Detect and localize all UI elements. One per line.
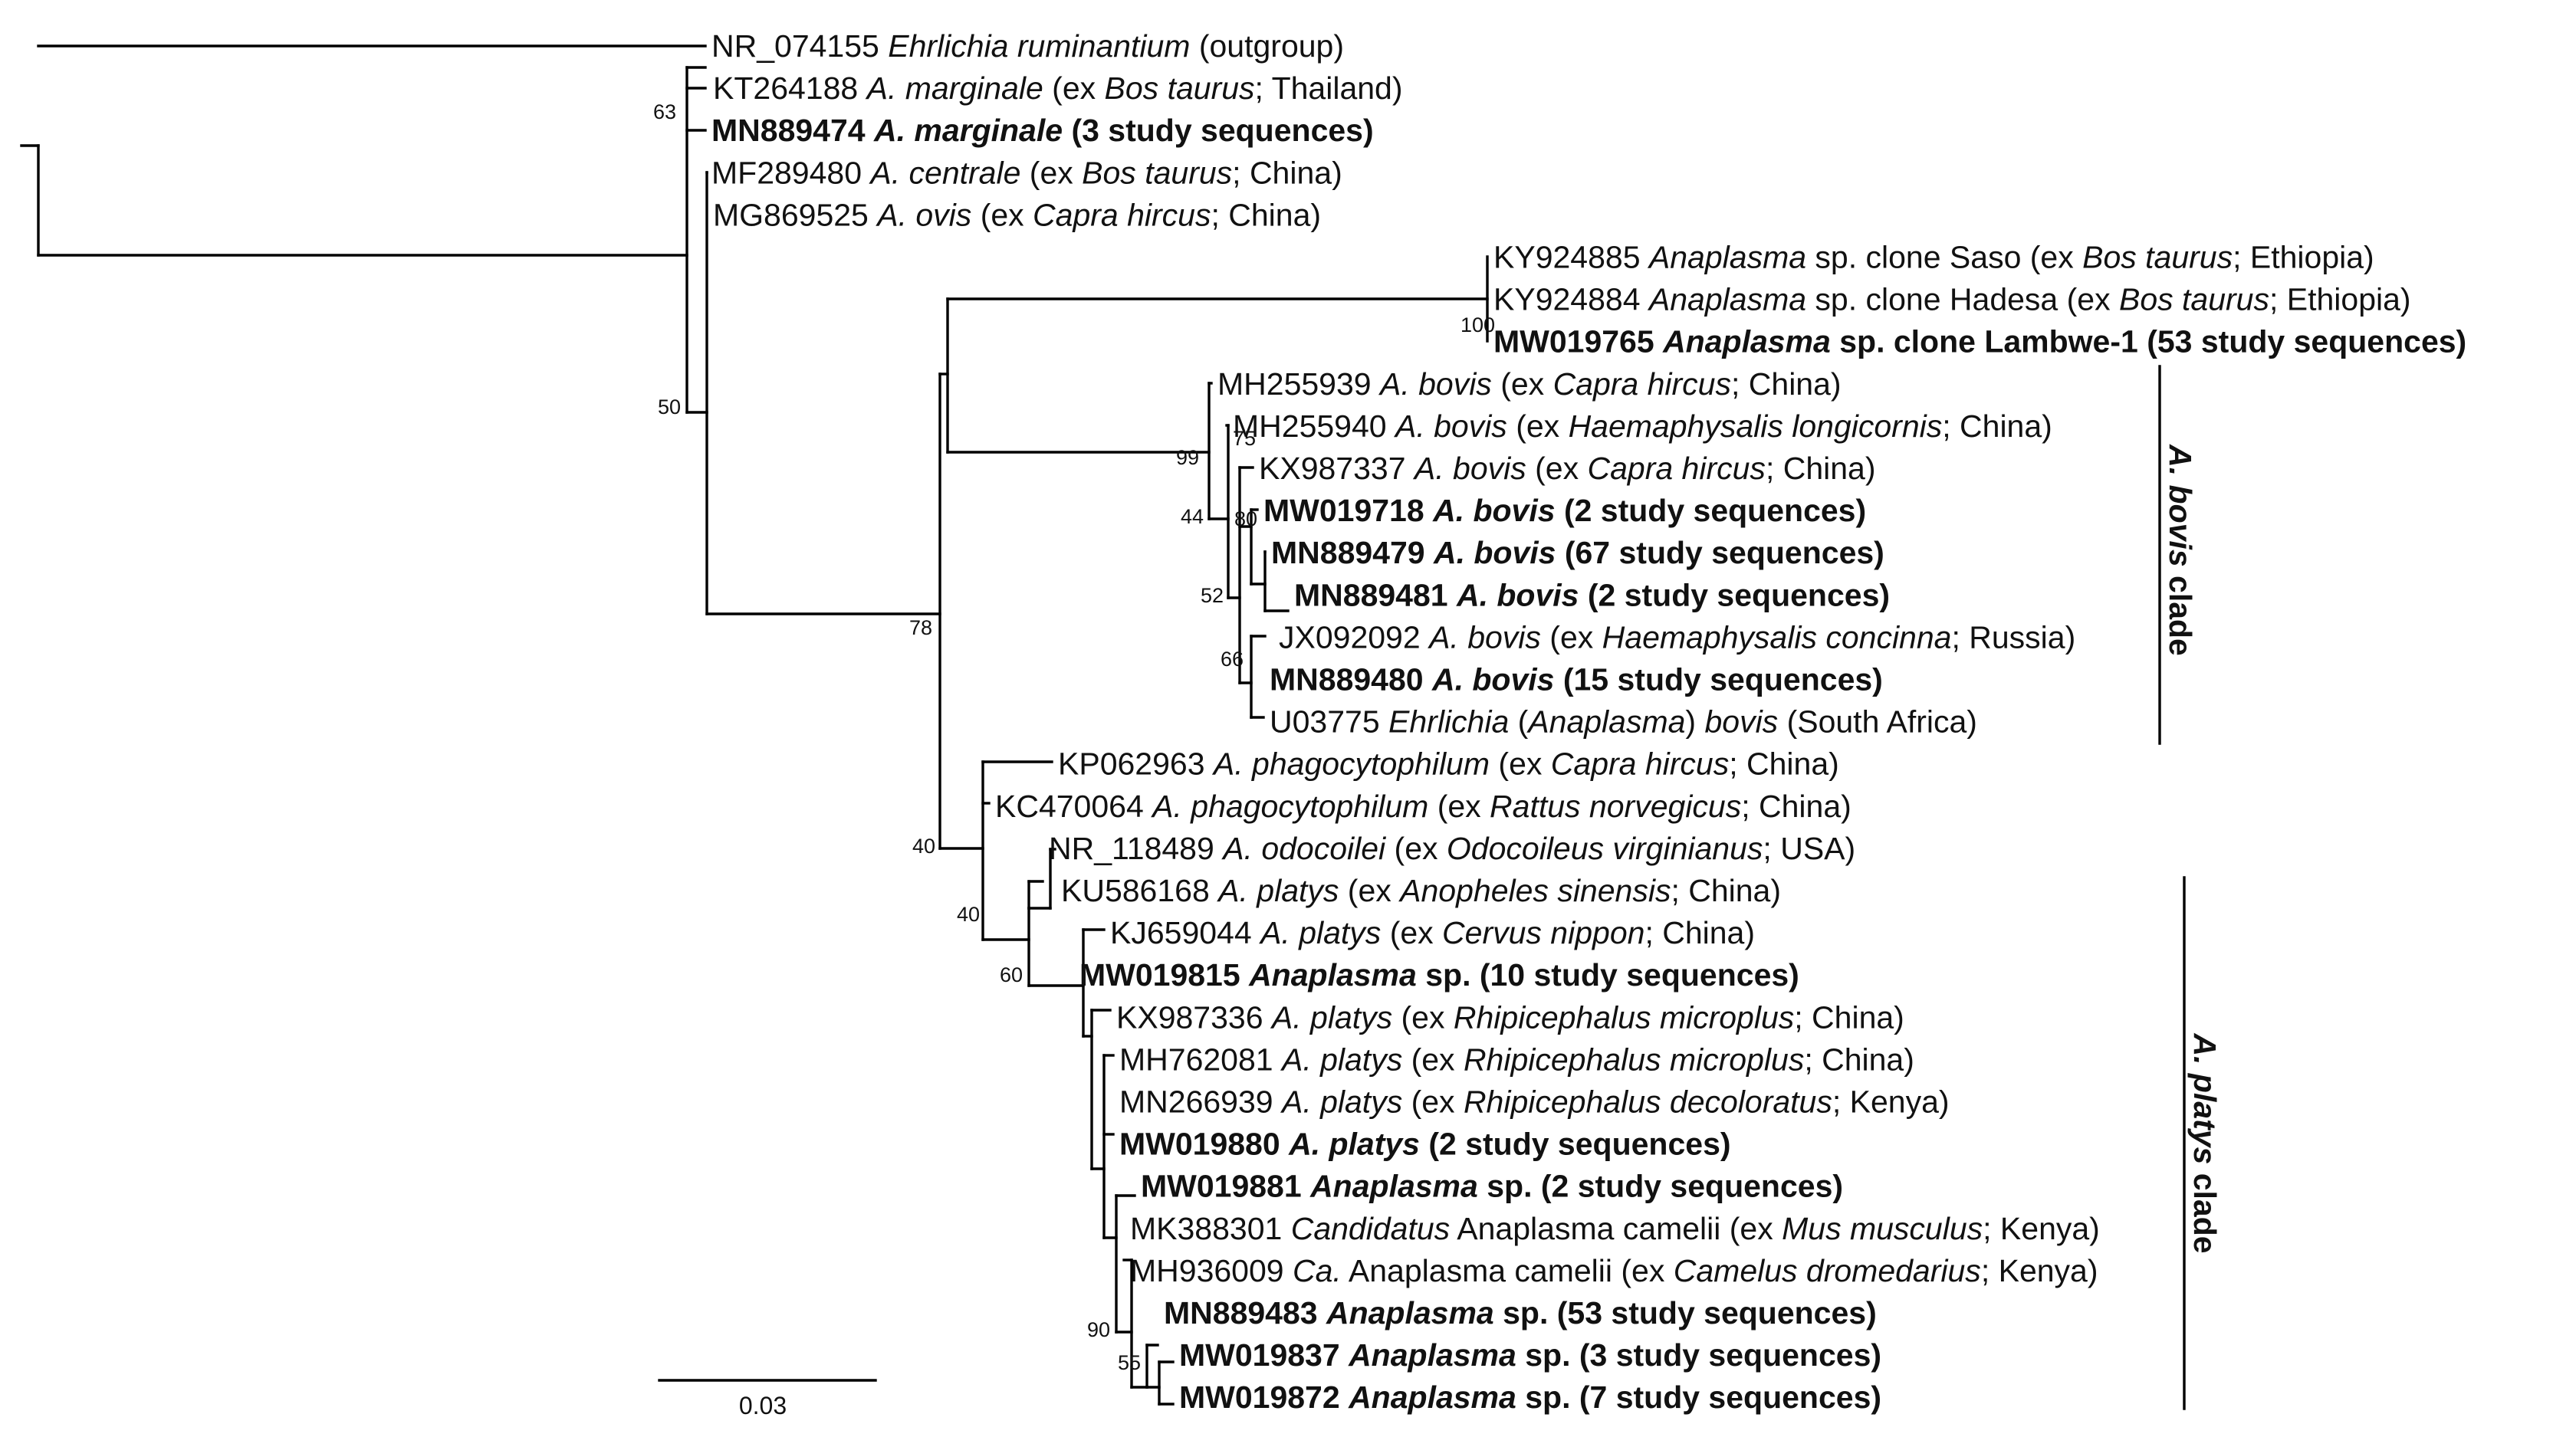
tree-branches — [20, 44, 1489, 1406]
leaf-label-15: MN889480 A. bovis (15 study sequences) — [1270, 662, 1883, 697]
leaf-label-6: KY924884 Anaplasma sp. clone Hadesa (ex … — [1493, 282, 2411, 317]
leaf-labels: NR_074155 Ehrlichia ruminantium (outgrou… — [711, 28, 2466, 1415]
leaf-label-1: KT264188 A. marginale (ex Bos taurus; Th… — [713, 71, 1403, 106]
leaf-label-19: NR_118489 A. odocoilei (ex Odocoileus vi… — [1049, 831, 1855, 866]
leaf-label-9: MH255940 A. bovis (ex Haemaphysalis long… — [1233, 409, 2052, 444]
support-value-n_b80: 80 — [1234, 507, 1257, 530]
support-value-n_b66: 66 — [1221, 648, 1244, 671]
leaf-label-30: MN889483 Anaplasma sp. (53 study sequenc… — [1164, 1295, 1877, 1331]
support-value-n_90: 90 — [1087, 1318, 1110, 1341]
clade-label-bovis: A. bovis clade — [2163, 444, 2198, 656]
leaf-label-27: MW019881 Anaplasma sp. (2 study sequence… — [1141, 1169, 1843, 1204]
leaf-label-11: MW019718 A. bovis (2 study sequences) — [1263, 493, 1866, 528]
leaf-label-22: MW019815 Anaplasma sp. (10 study sequenc… — [1079, 957, 1799, 993]
leaf-label-10: KX987337 A. bovis (ex Capra hircus; Chin… — [1259, 451, 1876, 486]
leaf-label-3: MF289480 A. centrale (ex Bos taurus; Chi… — [711, 155, 1342, 190]
leaf-label-29: MH936009 Ca. Anaplasma camelii (ex Camel… — [1130, 1253, 2098, 1288]
leaf-label-14: JX092092 A. bovis (ex Haemaphysalis conc… — [1279, 619, 2075, 655]
leaf-label-2: MN889474 A. marginale (3 study sequences… — [711, 113, 1374, 148]
leaf-label-28: MK388301 Candidatus Anaplasma camelii (e… — [1130, 1211, 2100, 1246]
leaf-label-24: MH762081 A. platys (ex Rhipicephalus mic… — [1119, 1042, 1914, 1077]
leaf-label-5: KY924885 Anaplasma sp. clone Saso (ex Bo… — [1493, 240, 2374, 275]
leaf-label-32: MW019872 Anaplasma sp. (7 study sequence… — [1179, 1380, 1881, 1415]
leaf-label-12: MN889479 A. bovis (67 study sequences) — [1271, 535, 1884, 570]
support-values: 63 50 100 99 75 44 80 52 66 78 40 40 60 90 55 — [653, 100, 1495, 1374]
leaf-label-16: U03775 Ehrlichia (Anaplasma) bovis (Sout… — [1270, 704, 1977, 740]
clade-brackets — [2158, 365, 2186, 1410]
leaf-label-8: MH255939 A. bovis (ex Capra hircus; Chin… — [1217, 366, 1842, 402]
leaf-label-0: NR_074155 Ehrlichia ruminantium (outgrou… — [711, 28, 1344, 64]
support-value-n_40a: 40 — [912, 835, 935, 858]
scale-bar-label: 0.03 — [739, 1392, 787, 1419]
support-value-n_60: 60 — [1000, 963, 1023, 986]
leaf-label-31: MW019837 Anaplasma sp. (3 study sequence… — [1179, 1337, 1881, 1373]
support-value-n_b75: 75 — [1233, 427, 1256, 450]
support-value-n_ethi: 100 — [1460, 313, 1495, 336]
clade-label-platys: A. platys clade — [2187, 1032, 2223, 1253]
leaf-label-13: MN889481 A. bovis (2 study sequences) — [1294, 577, 1890, 612]
support-value-n_b44: 44 — [1181, 505, 1204, 528]
leaf-label-18: KC470064 A. phagocytophilum (ex Rattus n… — [995, 789, 1852, 824]
leaf-label-25: MN266939 A. platys (ex Rhipicephalus dec… — [1119, 1084, 1950, 1120]
support-value-n_bovis: 99 — [1176, 446, 1199, 469]
leaf-label-23: KX987336 A. platys (ex Rhipicephalus mic… — [1116, 999, 1904, 1035]
support-value-n_b52: 52 — [1201, 584, 1224, 607]
support-value-n_55: 55 — [1118, 1351, 1141, 1374]
leaf-label-20: KU586168 A. platys (ex Anopheles sinensi… — [1061, 873, 1781, 908]
leaf-label-21: KJ659044 A. platys (ex Cervus nippon; Ch… — [1110, 915, 1755, 950]
support-value-n_40b: 40 — [957, 903, 980, 926]
leaf-label-7: MW019765 Anaplasma sp. clone Lambwe-1 (5… — [1493, 324, 2466, 359]
leaf-label-4: MG869525 A. ovis (ex Capra hircus; China… — [713, 197, 1321, 232]
support-value-n_marg: 63 — [653, 100, 676, 123]
leaf-label-26: MW019880 A. platys (2 study sequences) — [1119, 1127, 1731, 1162]
support-value-n_ingroup: 50 — [658, 395, 681, 418]
leaf-label-17: KP062963 A. phagocytophilum (ex Capra hi… — [1058, 746, 1839, 782]
scale-bar: 0.03 — [658, 1379, 877, 1419]
support-value-n_78: 78 — [909, 616, 932, 639]
